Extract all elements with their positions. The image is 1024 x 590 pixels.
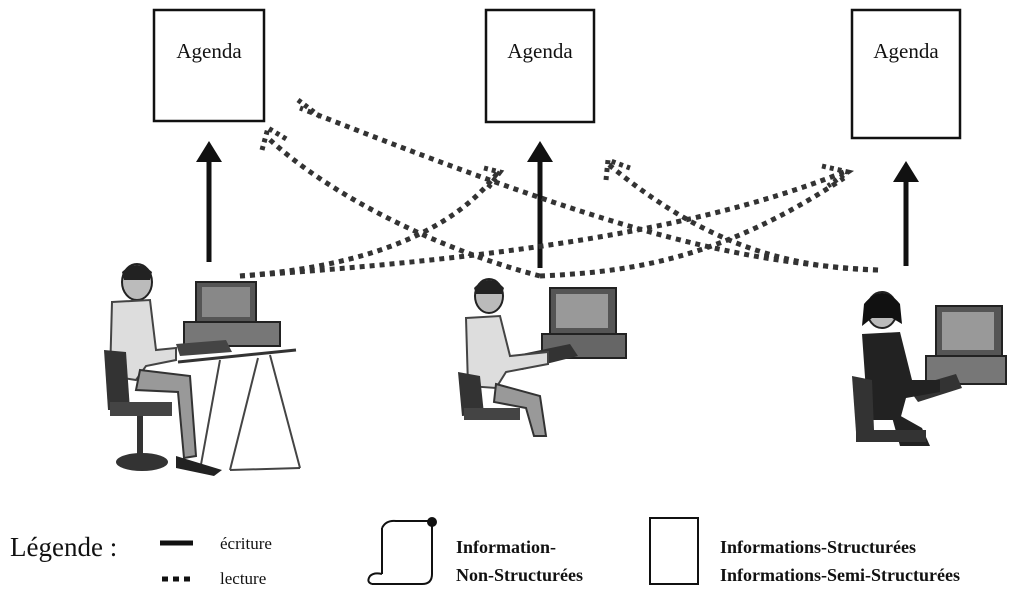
user-right-illustration (852, 291, 1007, 446)
legend-structured-line1: Informations-Structurées (720, 537, 916, 557)
agenda-label-left: Agenda (176, 39, 242, 63)
agenda-box-left: Agenda (152, 8, 266, 123)
read-lines (239, 98, 879, 279)
write-arrows (196, 141, 919, 268)
user-center-illustration (458, 278, 627, 437)
legend-unstructured-line1: Information- (456, 537, 556, 557)
agenda-label-right: Agenda (873, 39, 939, 63)
legend: Légende : écriture lecture Information- … (10, 517, 960, 588)
agenda-box-right: Agenda (850, 8, 962, 140)
agenda-label-center: Agenda (507, 39, 573, 63)
agenda-box-center: Agenda (484, 8, 596, 124)
user-left-illustration (104, 263, 301, 476)
structured-document-icon (649, 517, 699, 585)
legend-title: Légende : (10, 532, 117, 562)
unstructured-document-icon (367, 517, 437, 585)
legend-structured-line2: Informations-Semi-Structurées (720, 565, 960, 585)
legend-write-label: écriture (220, 534, 272, 553)
legend-read-label: lecture (220, 569, 266, 588)
legend-unstructured-line2: Non-Structurées (456, 565, 583, 585)
